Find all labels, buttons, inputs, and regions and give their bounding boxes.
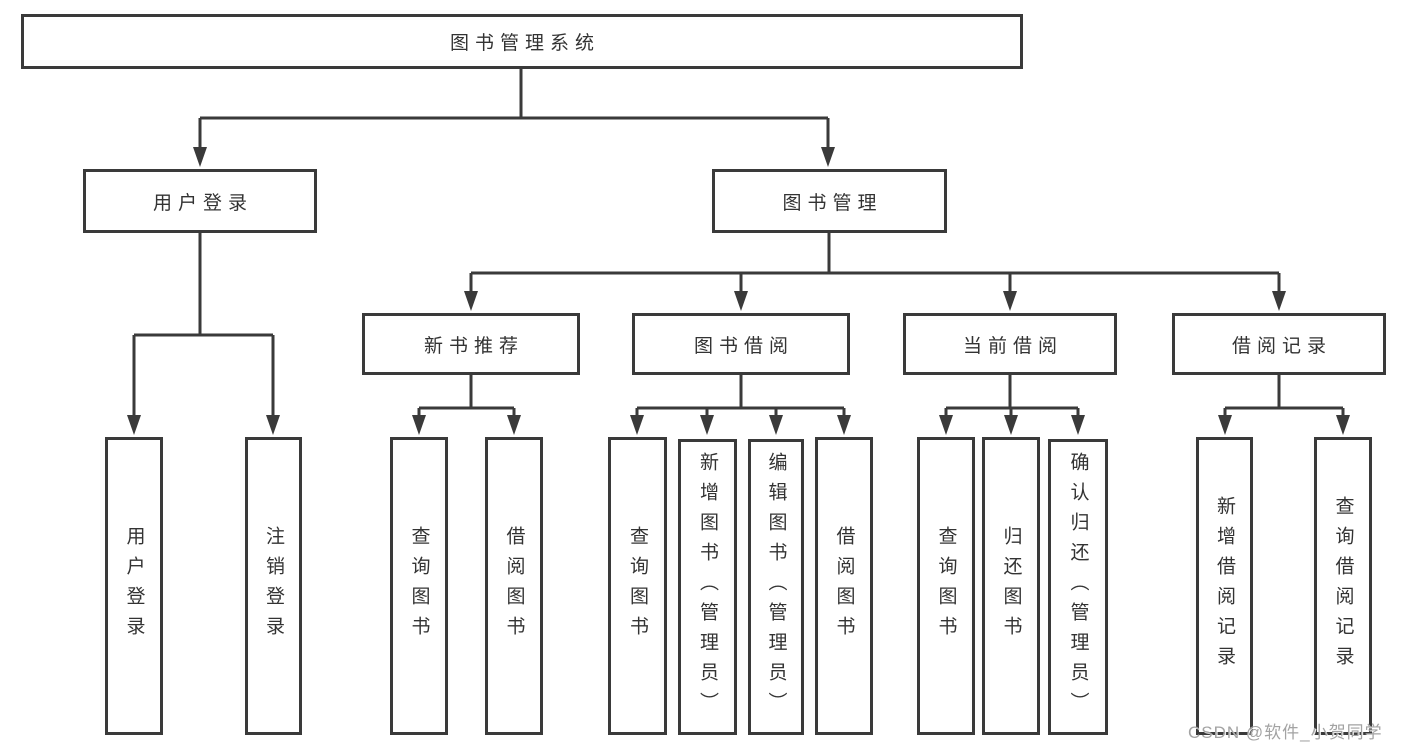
leaf-logout: 注销登录 — [245, 437, 302, 735]
node-new-book-recommend: 新书推荐 — [362, 313, 580, 375]
node-book-management: 图书管理 — [712, 169, 947, 233]
node-book-borrowing: 图书借阅 — [632, 313, 850, 375]
leaf-bb-query-books: 查询图书 — [608, 437, 667, 735]
leaf-nbr-borrow-books: 借阅图书 — [485, 437, 543, 735]
leaf-bb-borrow-books: 借阅图书 — [815, 437, 873, 735]
node-current-borrowing: 当前借阅 — [903, 313, 1117, 375]
leaf-cb-confirm-return-admin: 确认归还（管理员） — [1048, 439, 1108, 735]
leaf-cb-query-books: 查询图书 — [917, 437, 975, 735]
leaf-user-login: 用户登录 — [105, 437, 163, 735]
node-library-system-root: 图书管理系统 — [21, 14, 1023, 69]
node-user-login: 用户登录 — [83, 169, 317, 233]
node-borrowing-records: 借阅记录 — [1172, 313, 1386, 375]
leaf-br-add-record: 新增借阅记录 — [1196, 437, 1253, 735]
leaf-cb-return-books: 归还图书 — [982, 437, 1040, 735]
leaf-bb-edit-books-admin: 编辑图书（管理员） — [748, 439, 804, 735]
leaf-nbr-query-books: 查询图书 — [390, 437, 448, 735]
csdn-watermark: CSDN @软件_小贺同学 — [1188, 723, 1383, 742]
leaf-br-query-record: 查询借阅记录 — [1314, 437, 1372, 735]
leaf-bb-add-books-admin: 新增图书（管理员） — [678, 439, 737, 735]
